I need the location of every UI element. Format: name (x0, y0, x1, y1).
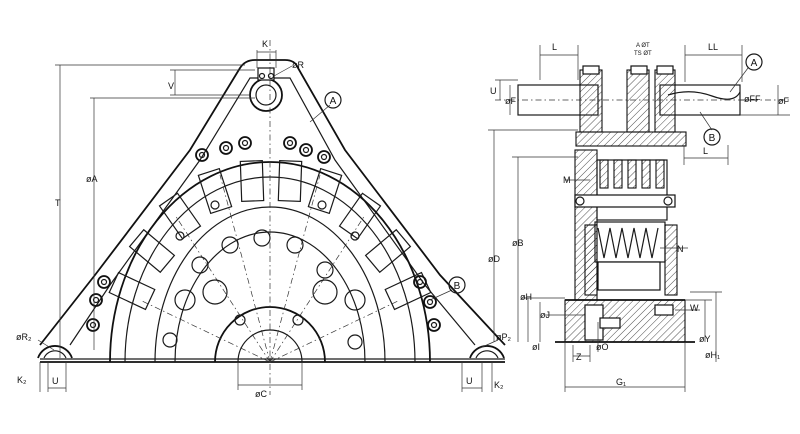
dim-L-mid: L (703, 146, 708, 156)
dim-H1: øH₁ (705, 350, 720, 360)
dim-C: øC (255, 389, 267, 399)
dim-N: N (677, 244, 684, 254)
dim-Z: Z (576, 352, 582, 362)
svg-text:B: B (709, 133, 716, 144)
dim-J: øJ (540, 310, 550, 320)
left-foot-pocket (37, 345, 73, 359)
housing-outline (39, 59, 506, 346)
dim-R2: øR₂ (16, 332, 32, 342)
svg-text:B: B (454, 281, 461, 292)
dim-M: M (563, 175, 571, 185)
dim-D: øD (488, 254, 500, 264)
dim-Y: øY (699, 334, 711, 344)
side-section-view: L LL A ØT TS ØT U øF øFF øF A B L (488, 42, 790, 392)
dim-V: V (168, 81, 174, 91)
dim-I: øI (532, 342, 540, 352)
dim-G1: G₁ (616, 377, 626, 387)
dim-O: øO (596, 342, 609, 352)
friction-pads (108, 160, 432, 311)
svg-text:A: A (751, 58, 758, 69)
dim-U-side: U (490, 86, 497, 96)
dim-B: øB (512, 238, 524, 248)
dim-K2-left: K₂ (17, 375, 27, 385)
callout-A-left (324, 91, 342, 109)
dim-R: øR (292, 60, 304, 70)
callout-B-right (703, 128, 721, 146)
dim-H: øH (520, 292, 532, 302)
spring-chamber (594, 221, 666, 263)
right-foot-pocket (469, 345, 505, 359)
dim-T: T (55, 198, 61, 208)
dim-F-left: øF (505, 96, 516, 106)
dim-K: K (262, 39, 268, 49)
dim-U-left: U (52, 376, 59, 386)
bolts (86, 136, 441, 332)
lifting-hole (249, 78, 283, 112)
tiny-top-label: A ØT (636, 43, 650, 49)
dim-P2: øP₂ (496, 332, 512, 342)
dim-L-top: L (552, 42, 557, 52)
dim-K2-right: K₂ (494, 380, 504, 390)
dim-LL: LL (708, 42, 718, 52)
callout-B-left (448, 276, 466, 294)
dim-F-right: øF (778, 96, 789, 106)
disc-holes (162, 229, 366, 350)
callout-A-right (745, 53, 763, 71)
dim-A: øA (86, 174, 98, 184)
front-view: K øR V øA T øR₂ K₂ U øC (16, 39, 512, 399)
friction-plates (599, 159, 665, 189)
dim-W: W (690, 303, 699, 313)
dim-U-right: U (466, 376, 473, 386)
svg-text:A: A (330, 96, 337, 107)
tiny-bottom-label: TS ØT (634, 51, 652, 57)
disc-pack (575, 65, 687, 147)
dim-FF: øFF (744, 94, 761, 104)
